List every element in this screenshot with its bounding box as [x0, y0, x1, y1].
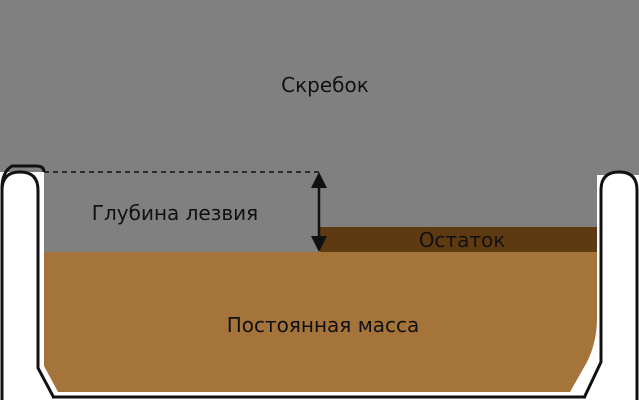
permanent-mass-label: Постоянная масса: [227, 313, 420, 337]
residue-label: Остаток: [419, 228, 506, 252]
blade-depth-label: Глубина лезвия: [92, 201, 258, 225]
left-wall: [0, 170, 56, 400]
scraper-body: [0, 0, 639, 252]
scraper-label: Скребок: [281, 73, 369, 97]
blade-depth-arrow: [311, 172, 327, 252]
right-wall: [582, 170, 639, 400]
residue-layer: [320, 227, 597, 252]
permanent-mass: [44, 252, 597, 392]
